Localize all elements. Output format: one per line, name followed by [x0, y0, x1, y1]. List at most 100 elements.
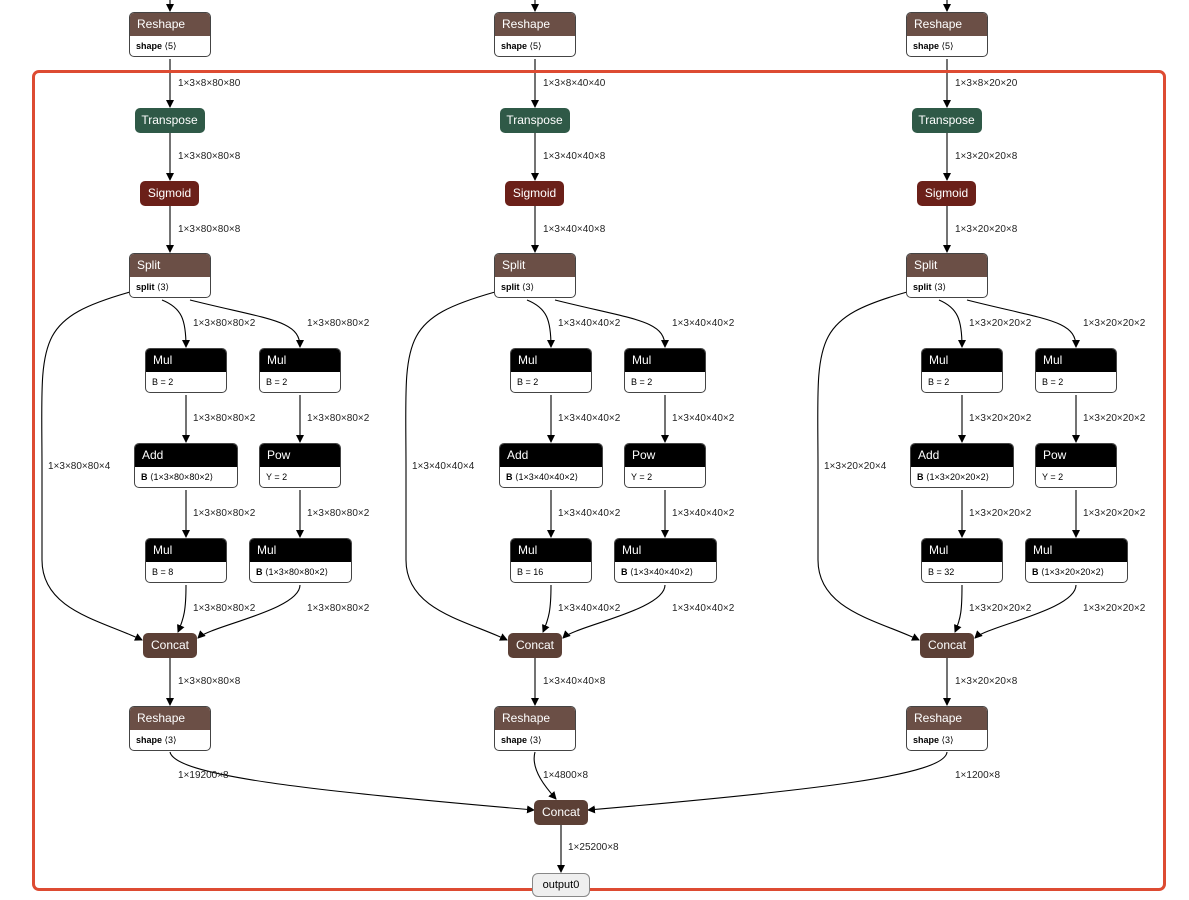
col3-mul-b-node-title: Mul: [1036, 349, 1116, 372]
col1-label-reshape-out: 1×19200×8: [178, 770, 229, 781]
col2-reshape-bottom-node-attr: shape ⟨3⟩: [495, 730, 575, 750]
selection-box: [32, 70, 1166, 891]
col3-mul-c-node-title: Mul: [922, 539, 1002, 562]
col2-label-t-s: 1×3×40×40×8: [543, 151, 606, 162]
col3-split-node-title: Split: [907, 254, 987, 277]
col3-label-t-s: 1×3×20×20×8: [955, 151, 1018, 162]
col3-label-split-mul-a: 1×3×20×20×2: [969, 318, 1032, 329]
col1-add-node-title: Add: [135, 444, 237, 467]
col1-mul-a-node-title: Mul: [146, 349, 226, 372]
col3-edge-mul-d-concat: [974, 584, 1077, 639]
col2-edge-split-concat: [405, 291, 508, 641]
col1-label-mul-d-concat: 1×3×80×80×2: [307, 603, 370, 614]
col2-label-pow-mul-d: 1×3×40×40×2: [672, 508, 735, 519]
col1-mul-d-node-attr-name: B: [256, 567, 263, 577]
col1-edge-split-mul-b: [189, 299, 304, 348]
col1-transpose-node[interactable]: Transpose: [134, 108, 205, 133]
col2-mul-d-node-attr: B ⟨1×3×40×40×2⟩: [615, 562, 716, 582]
col3-transpose-node[interactable]: Transpose: [911, 108, 982, 133]
col3-reshape-top-node-attr-value: ⟨5⟩: [941, 41, 954, 51]
col2-edge-split-mul-a: [526, 299, 555, 348]
col1-label-split-concat: 1×3×80×80×4: [48, 461, 111, 472]
col1-sigmoid-node[interactable]: Sigmoid: [140, 181, 199, 206]
col1-edge-mul-c-concat: [177, 584, 187, 633]
col2-mul-b-node-attr: B = 2: [631, 377, 653, 387]
col3-reshape-bottom-node-attr-value: ⟨3⟩: [941, 735, 954, 745]
col2-reshape-top-node-attr: shape ⟨5⟩: [495, 36, 575, 56]
col1-label-concat-reshape: 1×3×80×80×8: [178, 676, 241, 687]
output-node[interactable]: output0: [532, 873, 590, 897]
col2-reshape-top-node-attr-value: ⟨5⟩: [529, 41, 542, 51]
col2-label-mul-a-add: 1×3×40×40×2: [558, 413, 621, 424]
col1-mul-c-node-title: Mul: [146, 539, 226, 562]
col3-reshape-top-node-attr: shape ⟨5⟩: [907, 36, 987, 56]
col1-reshape-top-node-attr: shape ⟨5⟩: [130, 36, 210, 56]
col2-concat-node[interactable]: Concat: [508, 633, 562, 658]
col2-sigmoid-node[interactable]: Sigmoid: [505, 181, 564, 206]
col3-split-node-attr-name: split: [913, 282, 932, 292]
col2-label-mul-c-concat: 1×3×40×40×2: [558, 603, 621, 614]
col1-concat-node[interactable]: Concat: [143, 633, 197, 658]
col2-mul-d-node-attr-name: B: [621, 567, 628, 577]
col2-split-node-attr: split ⟨3⟩: [495, 277, 575, 297]
col1-mul-d-node-title: Mul: [250, 539, 351, 562]
col3-label-split-mul-b: 1×3×20×20×2: [1083, 318, 1146, 329]
col3-edge-split-concat: [817, 291, 920, 641]
col2-mul-d-node-title: Mul: [615, 539, 716, 562]
col1-add-node-attr: B ⟨1×3×80×80×2⟩: [135, 467, 237, 487]
col3-concat-node[interactable]: Concat: [920, 633, 974, 658]
col2-label-add-mul-c: 1×3×40×40×2: [558, 508, 621, 519]
col3-edge-mul-c-concat: [954, 584, 963, 633]
col2-mul-c-node[interactable]: Mul B = 16: [510, 538, 592, 583]
col3-mul-c-node[interactable]: Mul B = 32: [921, 538, 1003, 583]
col3-label-top: 1×3×8×20×20: [955, 78, 1018, 89]
col3-pow-node-title: Pow: [1036, 444, 1116, 467]
col1-split-node-attr: split ⟨3⟩: [130, 277, 210, 297]
col1-edge-split-concat: [41, 291, 143, 641]
col2-mul-a-node-attr: B = 2: [517, 377, 539, 387]
col2-mul-c-node-attr: B = 16: [517, 567, 544, 577]
col2-transpose-node[interactable]: Transpose: [499, 108, 570, 133]
col3-add-node-title: Add: [911, 444, 1013, 467]
col2-edge-mul-c-concat: [542, 584, 552, 633]
col3-mul-c-node-attr: B = 32: [928, 567, 955, 577]
col2-mul-c-node-title: Mul: [511, 539, 591, 562]
col1-add-node-attr-value: ⟨1×3×80×80×2⟩: [150, 472, 214, 482]
col3-sigmoid-node[interactable]: Sigmoid: [917, 181, 976, 206]
col3-label-add-mul-c: 1×3×20×20×2: [969, 508, 1032, 519]
col2-add-node-attr: B ⟨1×3×40×40×2⟩: [500, 467, 602, 487]
final-concat-node[interactable]: Concat: [534, 800, 588, 825]
col2-reshape-top-node-title: Reshape: [495, 13, 575, 36]
col1-reshape-bottom-node-attr-value: ⟨3⟩: [164, 735, 177, 745]
col3-mul-a-node-attr: B = 2: [928, 377, 950, 387]
col1-label-mul-b-pow: 1×3×80×80×2: [307, 413, 370, 424]
col1-label-pow-mul-d: 1×3×80×80×2: [307, 508, 370, 519]
col2-label-mul-b-pow: 1×3×40×40×2: [672, 413, 735, 424]
col3-mul-d-node-attr-value: ⟨1×3×20×20×2⟩: [1041, 567, 1105, 577]
